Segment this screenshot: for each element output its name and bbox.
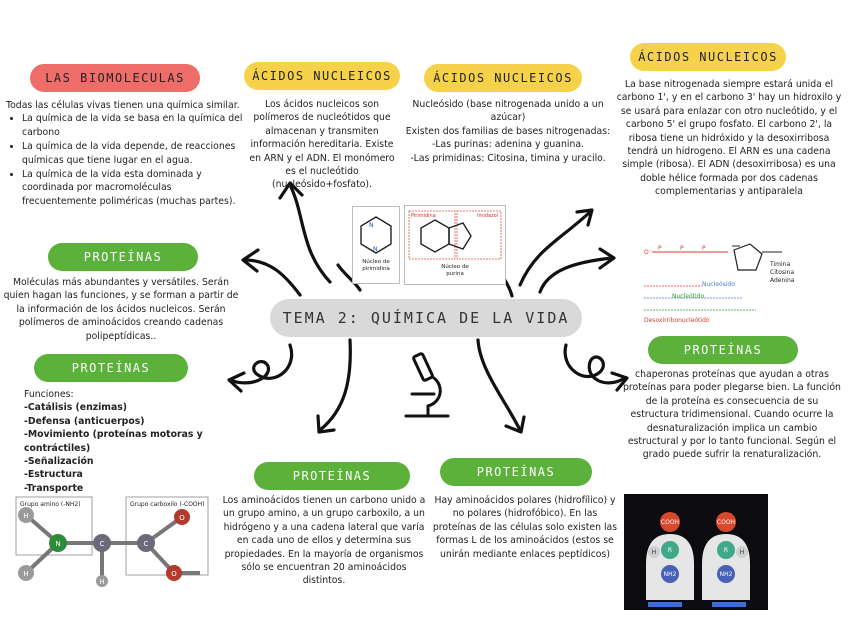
atom-n-label: N: [369, 222, 374, 229]
biomoleculas-text: Todas las células vivas tienen una quími…: [6, 99, 246, 209]
carboxyl-group-label: Grupo carboxilo (-COOH): [130, 501, 205, 508]
function-item: -Estructura: [24, 469, 83, 481]
function-item: -Señalización: [24, 456, 94, 468]
proteinas2-label: Funciones:: [24, 389, 74, 400]
arrow-to-proteinas5: [563, 343, 627, 385]
proteinas3-text: Los aminoácidos tienen un carbono unido …: [222, 495, 426, 587]
svg-text:R: R: [668, 547, 672, 554]
side-label-timina: Timina: [769, 261, 790, 268]
svg-text:H: H: [23, 512, 28, 520]
svg-text:NH2: NH2: [720, 571, 733, 578]
acidos1-text: Los ácidos nucleicos son polímeros de nu…: [249, 99, 395, 191]
function-item: -Movimiento (proteínas motoras y contrác…: [24, 429, 203, 454]
svg-text:C: C: [100, 540, 105, 548]
svg-text:O: O: [171, 570, 177, 578]
function-item: -Transporte: [24, 482, 84, 494]
pyrimidine-figure: N N Núcleo de pirimidina: [352, 206, 400, 284]
biomoleculas-bullet-1: La química de la vida se basa en la quím…: [22, 112, 246, 139]
svg-text:N: N: [373, 246, 378, 253]
biomoleculas-intro: Todas las células vivas tienen una quími…: [6, 100, 240, 111]
arrow-to-proteinas1: [243, 258, 302, 297]
arrow-to-acidos1: [288, 183, 332, 284]
nucleotide-diagram-icon: O⁻ P P P Timina Citosina Adenina Nucleósid…: [644, 243, 795, 324]
proteinas2-functions: Funciones: -Catálisis (enzimas) -Defensa…: [24, 388, 264, 495]
pyrimidine-label: Núcleo de pirimidina: [362, 259, 390, 272]
amino-acid-structure-icon: H H N C H C O O Grupo amino (-NH2) Grupo…: [15, 496, 209, 587]
nucleotide-structure-figure: O⁻ P P P Timina Citosina Adenina Nucleósid…: [642, 240, 842, 332]
acidos3-text: La base nitrogenada siempre estará unida…: [616, 79, 842, 198]
biomoleculas-heading: LAS BIOMOLECULAS: [30, 64, 200, 92]
amino-group-label: Grupo amino (-NH2): [20, 501, 81, 508]
svg-text:H: H: [652, 549, 657, 556]
l-d-amino-acid-hands-icon: COOH COOH R R H H NH2 NH2: [646, 512, 750, 607]
proteinas4-text: Hay aminoácidos polares (hidrofílico) y …: [432, 495, 618, 560]
acidos2-line-3: -Las purinas: adenina y guanina.: [431, 139, 585, 151]
chirality-hands-image: COOH COOH R R H H NH2 NH2: [624, 494, 768, 610]
svg-text:R: R: [724, 547, 728, 554]
main-title: TEMA 2: QUÍMICA DE LA VIDA: [270, 299, 582, 337]
acidos1-heading: ÁCIDOS NUCLEICOS: [244, 62, 400, 90]
svg-text:H: H: [99, 578, 104, 586]
proteinas1-heading: PROTEÍNAS: [48, 243, 198, 271]
purine-figure: Pirimidina Imidazol Núcleo de purina: [404, 205, 506, 285]
amino-acid-model: H H N C H C O O Grupo amino (-NH2) Grupo…: [14, 495, 214, 595]
pyrimidine-tag: Pirimidina: [411, 213, 436, 219]
arrow-to-nucleotide: [538, 256, 614, 294]
arrow-to-proteinas4: [476, 338, 522, 432]
acidos2-line-4: -Las primidinas: Citosina, timina y urac…: [410, 152, 606, 164]
label-nucleosido: Nucleósido: [702, 281, 735, 288]
purine-ring-icon: Pirimidina Imidazol: [408, 210, 502, 260]
acidos2-line-2: Existen dos familias de bases nitrogenad…: [405, 125, 611, 137]
acidos2-line-1: Nucleósido (base nitrogenada unido a un …: [412, 99, 604, 124]
svg-text:C: C: [144, 540, 149, 548]
svg-text:COOH: COOH: [661, 519, 679, 526]
svg-text:O⁻: O⁻: [644, 249, 652, 256]
arrow-to-acidos3: [518, 210, 592, 287]
biomoleculas-bullet-2: La química de la vida depende, de reacci…: [22, 140, 246, 167]
pyrimidine-ring-icon: N N: [360, 216, 392, 254]
svg-text:P: P: [702, 245, 706, 252]
side-label-citosina: Citosina: [770, 269, 794, 276]
proteinas4-heading: PROTEÍNAS: [440, 458, 592, 486]
side-label-adenina: Adenina: [770, 277, 795, 284]
imidazol-tag: Imidazol: [477, 213, 498, 219]
arrow-to-proteinas2: [228, 343, 294, 385]
acidos2-text: Nucleósido (base nitrogenada unido a un …: [402, 98, 614, 165]
label-desoxirribonucleotido: Desoxirribonucleótido: [644, 317, 710, 324]
proteinas5-heading: PROTEÍNAS: [648, 336, 798, 364]
biomoleculas-bullet-3: La química de la vida esta dominada y co…: [22, 168, 246, 208]
proteinas3-heading: PROTEÍNAS: [254, 462, 410, 490]
svg-text:NH2: NH2: [664, 571, 677, 578]
svg-text:P: P: [680, 245, 684, 252]
function-item: -Defensa (anticuerpos): [24, 415, 145, 427]
acidos2-heading: ÁCIDOS NUCLEICOS: [424, 64, 582, 92]
proteinas1-text: Moléculas más abundantes y versátiles. S…: [3, 277, 239, 342]
svg-text:O: O: [179, 514, 185, 522]
svg-text:N: N: [55, 540, 60, 548]
function-item: -Catálisis (enzimas): [24, 402, 128, 414]
arrow-to-proteinas3: [318, 338, 352, 432]
label-nucleotido: Nucleótido: [672, 293, 704, 300]
svg-text:H: H: [23, 570, 28, 578]
proteinas5-text: chaperonas proteínas que ayudan a otras …: [623, 369, 841, 461]
svg-text:COOH: COOH: [717, 519, 735, 526]
svg-text:H: H: [740, 549, 745, 556]
svg-text:P: P: [658, 245, 662, 252]
proteinas2-heading: PROTEÍNAS: [34, 354, 188, 382]
purine-label: Núcleo de purina: [441, 264, 469, 277]
microscope-icon: [404, 352, 450, 418]
acidos3-heading: ÁCIDOS NUCLEICOS: [630, 43, 786, 71]
